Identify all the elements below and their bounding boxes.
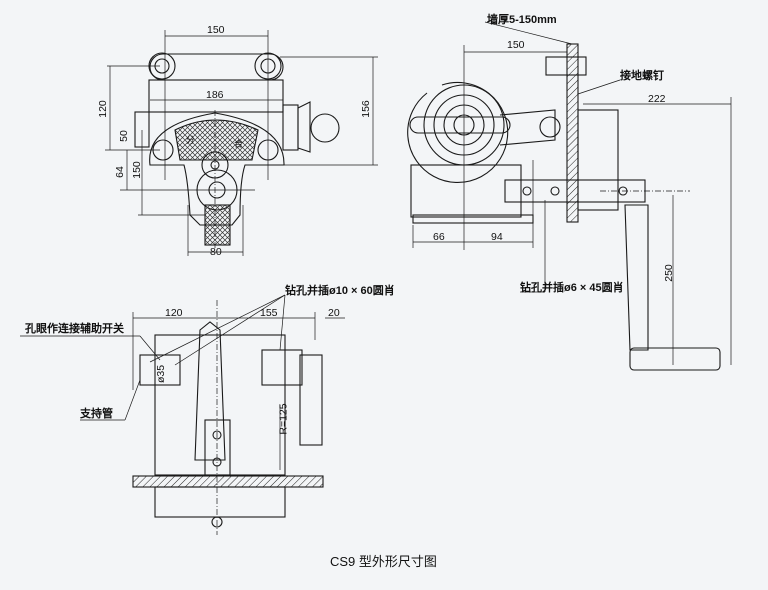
pin-label-10x60: 钻孔并插ø10 × 60圆肖 <box>285 285 395 297</box>
pin-label-6x45: 钻孔并插ø6 × 45圆肖 <box>520 282 624 294</box>
support-tube-label: 支持管 <box>80 408 113 420</box>
dim-156: 156 <box>359 100 372 118</box>
dim-94: 94 <box>491 231 503 243</box>
aux-switch-label: 孔眼作连接辅助开关 <box>25 323 124 335</box>
dim-150-side: 150 <box>507 39 525 51</box>
mark-open: 分 <box>186 135 196 145</box>
dim-150-vert: 150 <box>130 161 143 179</box>
dim-50: 50 <box>117 130 130 142</box>
mark-close: 合 <box>234 139 244 149</box>
wall-thickness-label: 墙厚5-150mm <box>487 14 557 26</box>
dim-155: 155 <box>260 307 278 319</box>
dim-120: 120 <box>96 100 109 118</box>
drawing-title: CS9 型外形尺寸图 <box>330 554 437 569</box>
top-view <box>20 294 345 535</box>
front-view <box>105 30 378 256</box>
dim-120-top: 120 <box>165 307 183 319</box>
dim-150-front: 150 <box>207 24 225 36</box>
dim-64: 64 <box>113 166 126 178</box>
dim-250: 250 <box>662 264 675 282</box>
dim-66: 66 <box>433 231 445 243</box>
dim-dia35: ø35 <box>155 364 168 384</box>
dim-80: 80 <box>210 246 222 258</box>
side-view <box>407 21 732 371</box>
ground-screw-label: 接地螺钉 <box>620 70 664 82</box>
dim-r125: R=125 <box>277 403 290 435</box>
dim-186: 186 <box>206 89 224 101</box>
dim-20: 20 <box>328 307 340 319</box>
dim-222: 222 <box>648 93 666 105</box>
